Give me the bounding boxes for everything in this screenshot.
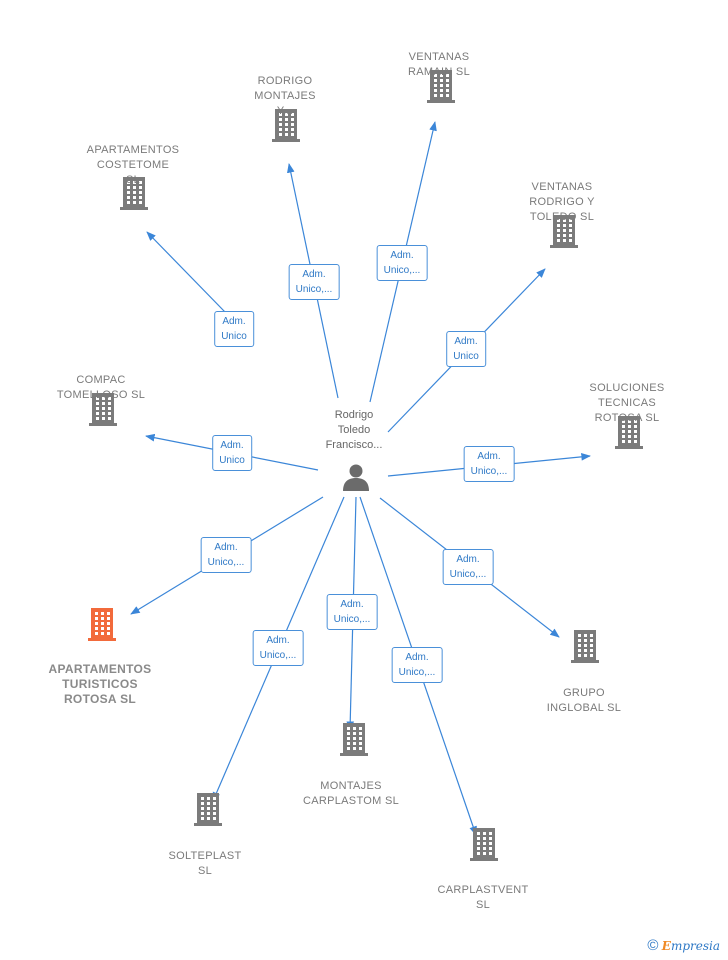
role-label-carplastvent[interactable]: Adm. Unico,...	[391, 647, 443, 683]
company-node-compac-tomelloso[interactable]	[87, 391, 119, 432]
company-node-grupo-inglobal[interactable]	[569, 628, 601, 669]
company-node-apartamentos-costetome[interactable]	[118, 175, 150, 216]
company-label-carplastvent[interactable]: CARPLASTVENT SL	[437, 884, 529, 911]
building-icon	[340, 723, 368, 756]
building-icon	[89, 393, 117, 426]
role-label-apartamentos-costetome[interactable]: Adm. Unico	[214, 311, 254, 347]
role-label-apartamentos-turisticos-rotosa[interactable]: Adm. Unico,...	[200, 537, 252, 573]
company-label-compac-tomelloso[interactable]: COMPAC TOMELLOSO SL	[56, 374, 146, 401]
building-icon	[615, 416, 643, 449]
building-icon	[272, 109, 300, 142]
brand-name: mpresia	[670, 939, 720, 953]
role-label-rodrigo-montajes[interactable]: Adm. Unico,...	[288, 264, 340, 300]
company-label-ventanas-ramain[interactable]: VENTANAS RAMAIN SL	[408, 51, 470, 78]
company-node-ventanas-ramain[interactable]	[425, 68, 457, 109]
person-name[interactable]: Rodrigo Toledo Francisco...	[325, 409, 383, 451]
role-label-grupo-inglobal[interactable]: Adm. Unico,...	[442, 549, 494, 585]
building-icon	[470, 828, 498, 861]
company-node-ventanas-rodrigo-toledo[interactable]	[548, 213, 580, 254]
company-label-solteplast[interactable]: SOLTEPLAST SL	[168, 850, 242, 877]
company-label-grupo-inglobal[interactable]: GRUPO INGLOBAL SL	[546, 687, 622, 714]
role-label-compac-tomelloso[interactable]: Adm. Unico	[212, 435, 252, 471]
company-node-soluciones-tecnicas-rotosa[interactable]	[613, 414, 645, 455]
copyright-icon: ©	[647, 937, 659, 954]
company-label-soluciones-tecnicas-rotosa[interactable]: SOLUCIONES TECNICAS ROTOSA SL	[589, 382, 665, 424]
company-label-montajes-carplastom[interactable]: MONTAJES CARPLASTOM SL	[302, 780, 400, 807]
role-label-montajes-carplastom[interactable]: Adm. Unico,...	[326, 594, 378, 630]
role-label-soluciones-tecnicas-rotosa[interactable]: Adm. Unico,...	[463, 446, 515, 482]
company-node-apartamentos-turisticos-rotosa[interactable]	[86, 606, 118, 647]
person-node[interactable]	[341, 462, 371, 497]
building-icon	[88, 608, 116, 641]
role-label-ventanas-ramain[interactable]: Adm. Unico,...	[376, 245, 428, 281]
brand-initial: E	[661, 939, 671, 953]
edge-apartamentos-costetome	[146, 231, 226, 313]
company-label-rodrigo-montajes[interactable]: RODRIGO MONTAJES Y...	[254, 75, 316, 117]
company-node-rodrigo-montajes[interactable]	[270, 107, 302, 148]
role-label-solteplast[interactable]: Adm. Unico,...	[252, 630, 304, 666]
building-icon	[550, 215, 578, 248]
person-icon	[343, 464, 369, 491]
company-label-apartamentos-turisticos-rotosa[interactable]: APARTAMENTOS TURISTICOS ROTOSA SL	[48, 662, 152, 706]
company-node-solteplast[interactable]	[192, 791, 224, 832]
role-label-ventanas-rodrigo-toledo[interactable]: Adm. Unico	[446, 331, 486, 367]
company-node-montajes-carplastom[interactable]	[338, 721, 370, 762]
building-icon	[194, 793, 222, 826]
building-icon	[427, 70, 455, 103]
company-label-apartamentos-costetome[interactable]: APARTAMENTOS COSTETOME SL	[86, 144, 180, 186]
building-icon	[120, 177, 148, 210]
company-label-ventanas-rodrigo-toledo[interactable]: VENTANAS RODRIGO Y TOLEDO SL	[529, 181, 595, 223]
brand-footer: © Empresia	[647, 937, 720, 954]
building-icon	[571, 630, 599, 663]
company-node-carplastvent[interactable]	[468, 826, 500, 867]
